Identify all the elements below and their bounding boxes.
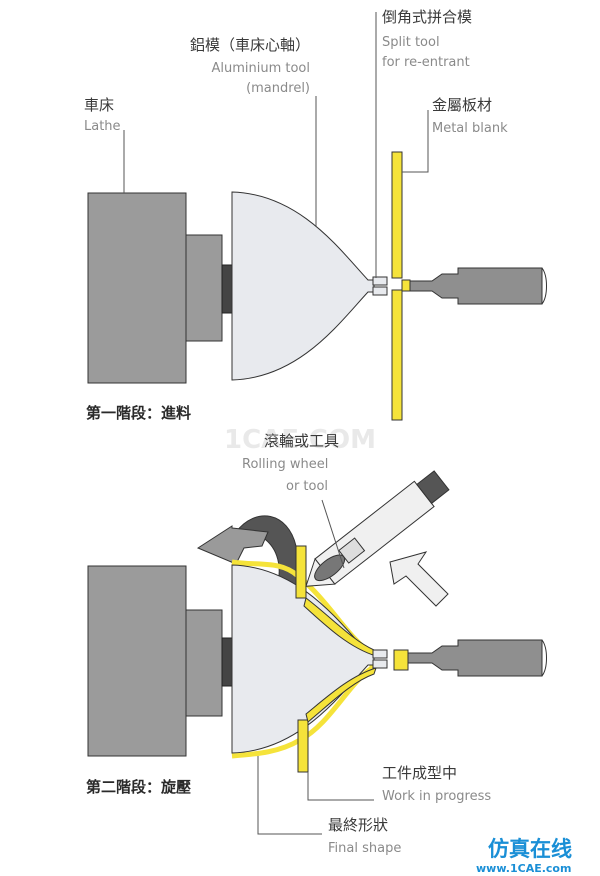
stage2-wheel-label-zh: 滾輪或工具 <box>264 432 339 450</box>
stage2-final-label-zh: 最終形狀 <box>328 816 388 834</box>
stage2-lathe-chuck <box>185 609 223 717</box>
stage2-lathe-body <box>87 565 187 757</box>
stage1-spindle <box>221 264 233 314</box>
stage2-wip-leader <box>307 772 374 801</box>
stage1-lathe-label-en: Lathe <box>84 119 121 134</box>
rolling-wheel-tool <box>305 470 450 587</box>
stage1-mandrel-label-zh: 鋁模（車床心軸） <box>190 36 310 54</box>
stage1-split-tool-top <box>372 276 388 286</box>
stage1-metal-blank-bottom <box>391 289 403 421</box>
stage1-lathe-label-zh: 車床 <box>84 96 114 114</box>
stage1-blank-clamp <box>401 279 411 292</box>
site-logo: 仿真在线 <box>488 837 572 861</box>
stage2-blank-clamp <box>393 649 409 671</box>
feed-direction-arrow-icon <box>389 551 449 607</box>
stage1-split-tool-bottom <box>372 286 388 296</box>
stage1-lathe-chuck <box>185 234 223 342</box>
stage2-group: 滾輪或工具 Rolling wheel or tool 工件成型中 Work i… <box>86 432 547 856</box>
stage2-title: 第二階段：旋壓 <box>86 778 191 796</box>
stage1-metal-blank-top <box>391 151 403 279</box>
stage1-shaft-end <box>541 267 547 305</box>
stage1-blank-label-en: Metal blank <box>432 121 508 136</box>
stage1-mandrel-label-en1: Aluminium tool <box>211 61 310 76</box>
stage2-wip-label-zh: 工件成型中 <box>382 764 457 782</box>
stage1-lathe-body <box>87 192 187 384</box>
stage2-final-label-en: Final shape <box>328 841 401 856</box>
stage2-wip-label-en: Work in progress <box>382 789 491 804</box>
rotation-arrow-icon <box>196 525 269 565</box>
stage2-wheel-leader <box>321 499 345 569</box>
stage2-wheel-label-en1: Rolling wheel <box>242 457 328 472</box>
stage2-final-leader <box>257 756 322 835</box>
stage1-tailstock <box>409 267 543 305</box>
stage1-mandrel <box>231 191 375 381</box>
site-logo-url: www.1CAE.com <box>476 862 571 875</box>
stage1-blank-label-zh: 金屬板材 <box>432 96 492 114</box>
stage2-shaft-end <box>541 639 547 677</box>
stage1-blank-leader <box>402 110 429 173</box>
stage1-split-label-zh: 倒角式拼合模 <box>382 8 472 26</box>
watermark: 1CAE.COM <box>224 425 376 455</box>
stage1-split-label-en1: Split tool <box>382 35 440 50</box>
stage2-split-tool-top <box>372 649 388 659</box>
stage2-work-in-progress-top <box>295 545 307 599</box>
stage2-spindle <box>221 637 233 687</box>
stage2-split-tool-bottom <box>372 659 388 669</box>
stage1-split-label-en2: for re-entrant <box>382 55 470 70</box>
stage2-tailstock <box>407 639 543 677</box>
stage2-wheel-label-en2: or tool <box>286 479 328 494</box>
stage1-title: 第一階段：進料 <box>86 404 191 422</box>
stage1-group: 車床 Lathe 鋁模（車床心軸） Aluminium tool (mandre… <box>84 8 547 422</box>
stage1-mandrel-label-en2: (mandrel) <box>246 81 310 96</box>
stage2-work-in-progress-bottom <box>297 719 309 773</box>
